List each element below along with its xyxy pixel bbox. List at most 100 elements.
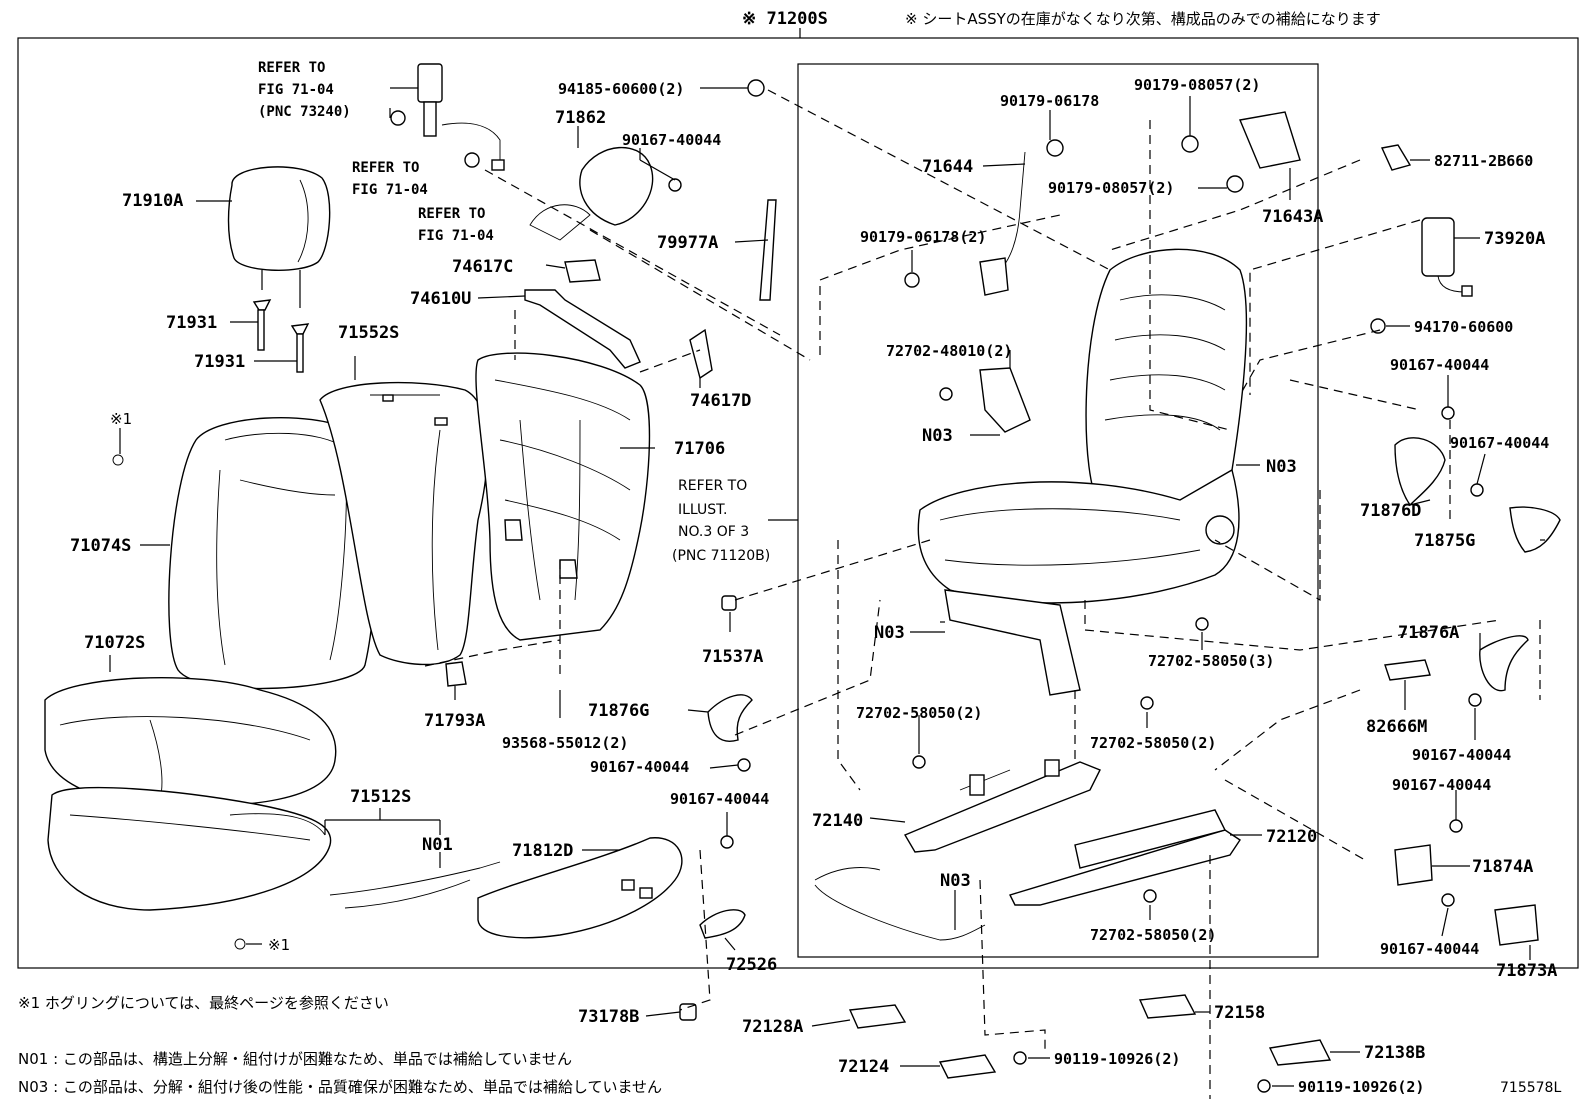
assy-note: ※ シートASSYの在庫がなくなり次第、構成品のみでの補給になります: [905, 10, 1381, 28]
knob-73178b: [679, 1003, 697, 1021]
footnote-hog-ring: ※1 ホグリングについては、最終ページを参照ください: [18, 994, 389, 1012]
bolt-bottom-1: [1013, 1051, 1027, 1065]
label-90179-08057-b: 90179-08057(2): [1048, 179, 1174, 197]
label-n03-a: N03: [922, 426, 953, 446]
label-71812d: 71812D: [512, 841, 573, 861]
label-71874a: 71874A: [1472, 857, 1533, 877]
cover-71875g: [1509, 506, 1561, 553]
label-82711-2b660: 82711-2B660: [1434, 152, 1533, 170]
label-73920a: 73920A: [1484, 229, 1545, 249]
assy-mark: ※ 71200S: [742, 9, 828, 29]
ref-71-04-a: REFER TO FIG 71-04 (PNC 73240): [258, 60, 351, 120]
ref-line: NO.3 OF 3: [678, 524, 749, 540]
label-71910a: 71910A: [122, 191, 183, 211]
mark-hog-ring-a: ※1: [110, 410, 132, 428]
label-n03-b: N03: [1266, 457, 1297, 477]
hog-ring-lower: [234, 938, 262, 950]
bolt-72702-58050-2a: [912, 755, 926, 769]
adjuster-72120: [1009, 809, 1241, 906]
hog-ring-upper: [112, 428, 124, 466]
seatback-pad: [319, 381, 489, 666]
cover-72158: [1138, 994, 1197, 1019]
label-90167-40044-mid: 90167-40044: [590, 758, 689, 776]
wire-n03: [814, 867, 986, 941]
label-79977a: 79977A: [657, 233, 718, 253]
label-n03-d: N03: [940, 871, 971, 891]
label-71793a: 71793A: [424, 711, 485, 731]
cover-71873a: [1494, 904, 1539, 946]
label-72702-58050-2a: 72702-58050(2): [856, 704, 982, 722]
label-72158: 72158: [1214, 1003, 1265, 1023]
label-90167-40044-r2: 90167-40044: [1450, 434, 1549, 452]
mark-hog-ring-b: ※1: [268, 936, 290, 954]
label-82666m: 82666M: [1366, 717, 1427, 737]
label-71931-b: 71931: [194, 352, 245, 372]
label-72120: 72120: [1266, 827, 1317, 847]
link-71644: [904, 139, 1064, 296]
label-74617c: 74617C: [452, 257, 513, 277]
clip-82711-2b660: [1380, 144, 1412, 171]
figure-code: 715578L: [1500, 1080, 1561, 1096]
assembly-lines: [424, 89, 1541, 1099]
label-74617d: 74617D: [690, 391, 751, 411]
label-71862: 71862: [555, 108, 606, 128]
label-71876g: 71876G: [588, 701, 649, 721]
ref-line: REFER TO: [678, 478, 747, 494]
label-71873a: 71873A: [1496, 961, 1557, 981]
headrest-guide-1: [252, 299, 272, 351]
outer-frame: [17, 37, 1579, 969]
seatback-board: [475, 352, 651, 641]
bar-74610u: [524, 289, 641, 369]
ref-line: (PNC 73240): [258, 104, 351, 120]
label-73178b: 73178B: [578, 1007, 639, 1027]
ref-line: REFER TO: [258, 60, 325, 76]
part-74617c: [564, 259, 601, 283]
bolt-r1: [1441, 406, 1455, 420]
part-71537a: [721, 595, 737, 611]
ref-line: FIG 71-04: [418, 228, 494, 244]
wire-n01: [329, 861, 501, 909]
ref-line: (PNC 71120B): [672, 548, 770, 564]
bolt-bottom-2: [1257, 1079, 1271, 1093]
shield-71862: [529, 79, 765, 241]
bracket-72702-48010: [939, 367, 1031, 433]
bolt-r4: [1449, 819, 1463, 833]
footnote-n01: N01 : この部品は、構造上分解・組付けが困難なため、単品では補給していません: [18, 1050, 572, 1068]
label-72138b: 72138B: [1364, 1043, 1425, 1063]
bolt-72702-58050-2c: [1143, 889, 1157, 903]
label-71931-a: 71931: [166, 313, 217, 333]
label-90167-40044-72526: 90167-40044: [670, 790, 769, 808]
footnote-n03: N03 : この部品は、分解・組付け後の性能・品質確保が困難なため、単品では補給…: [18, 1078, 662, 1096]
seat-assy-frame: [797, 63, 1319, 958]
seat-cushion-cover: [44, 676, 337, 807]
label-n01: N01: [422, 835, 453, 855]
clip-82666m: [1384, 659, 1431, 681]
cover-72138b: [1268, 1039, 1332, 1066]
label-71552s: 71552S: [338, 323, 399, 343]
ref-71-04-c: REFER TO FIG 71-04: [418, 206, 494, 244]
label-90167-40044-r5: 90167-40044: [1380, 940, 1479, 958]
seatback-cover: [168, 416, 378, 690]
ref-illust: REFER TO ILLUST. NO.3 OF 3 (PNC 71120B): [672, 478, 770, 564]
label-72702-58050-3: 72702-58050(3): [1148, 652, 1274, 670]
part-74617d: [689, 328, 713, 380]
seat-cushion-pad: [47, 786, 332, 911]
shield-71812d: [477, 835, 734, 939]
bolt-72702-58050-3: [1195, 617, 1209, 631]
label-72702-58050-2b: 72702-58050(2): [1090, 734, 1216, 752]
bolt-r2: [1470, 483, 1484, 497]
ref-line: REFER TO: [352, 160, 419, 176]
label-71706: 71706: [674, 439, 725, 459]
label-90179-06178: 90179-06178: [1000, 92, 1099, 110]
label-90167-40044-r3: 90167-40044: [1412, 746, 1511, 764]
label-71876d: 71876D: [1360, 501, 1421, 521]
label-71512s: 71512S: [350, 787, 411, 807]
label-72702-58050-2c: 72702-58050(2): [1090, 926, 1216, 944]
leader-lines: [109, 87, 1545, 1087]
label-90179-06178-2: 90179-06178(2): [860, 228, 986, 246]
label-71072s: 71072S: [84, 633, 145, 653]
adjuster-72140: [903, 759, 1101, 853]
label-n03-c: N03: [874, 623, 905, 643]
bolt-72702-58050-2b: [1140, 696, 1154, 710]
bracket-71643a: [1181, 111, 1301, 193]
